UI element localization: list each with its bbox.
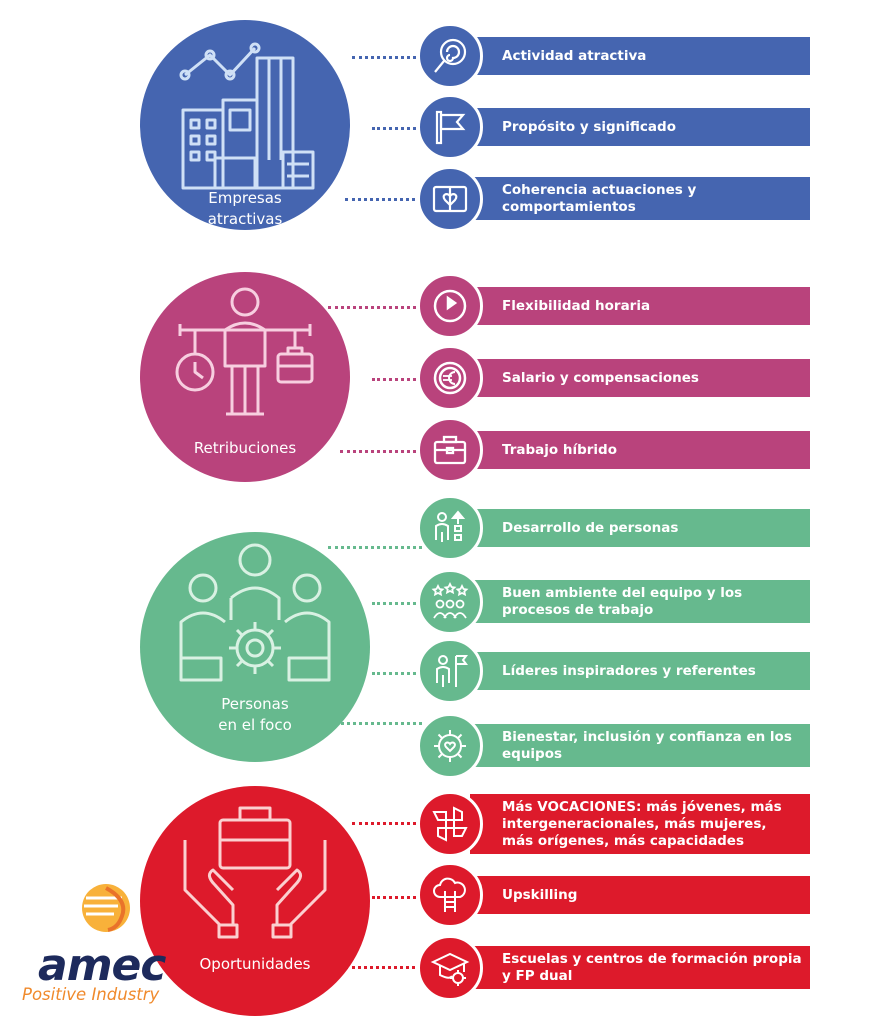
connector <box>352 56 422 59</box>
group-label-line1: Retribuciones <box>193 439 297 457</box>
connector <box>340 450 422 453</box>
item-text: Salario y compensaciones <box>502 369 699 386</box>
item-bar-proposito: Propósito y significado <box>470 108 810 146</box>
item-text: Líderes inspiradores y referentes <box>502 662 756 679</box>
item-icon-circle <box>417 935 483 1001</box>
item-bar-actividad: Actividad atractiva <box>470 37 810 75</box>
item-icon-circle <box>417 166 483 232</box>
item-text: Más VOCACIONES: más jóvenes, más interge… <box>502 798 782 849</box>
connector <box>372 378 422 381</box>
gear-heart-icon <box>434 730 466 762</box>
item-text: Upskilling <box>502 886 578 903</box>
buildings-chart-icon <box>179 42 315 190</box>
logo-tagline: Positive Industry <box>22 985 160 1004</box>
joined-hands-icon <box>432 806 468 842</box>
item-text: Escuelas y centros de formación propia y… <box>502 950 802 984</box>
item-text: Desarrollo de personas <box>502 519 679 536</box>
item-text: Propósito y significado <box>502 118 676 135</box>
group-label-line2: atractivas <box>207 210 283 228</box>
item-icon-circle <box>417 638 483 704</box>
connector <box>330 722 422 725</box>
item-icon-circle <box>417 417 483 483</box>
item-bar-lideres: Líderes inspiradores y referentes <box>470 652 810 690</box>
item-text: Buen ambiente del equipo y los procesos … <box>502 584 743 618</box>
connector <box>328 546 422 549</box>
item-icon-circle <box>417 791 483 857</box>
amec-logo: amec Positive Industry <box>18 880 198 1010</box>
lollipop-icon <box>434 38 467 73</box>
hands-briefcase-icon <box>183 806 327 939</box>
item-icon-circle <box>417 94 483 160</box>
graduation-gear-icon <box>430 952 470 986</box>
leader-flag-icon <box>436 655 468 687</box>
item-text: Bienestar, inclusión y confianza en los … <box>502 728 792 762</box>
item-bar-salario: Salario y compensaciones <box>470 359 810 397</box>
group-circle-retribuciones: Retribuciones <box>140 272 350 482</box>
connector <box>352 822 422 825</box>
item-text: Actividad atractiva <box>502 47 647 64</box>
group-label-line1: Personas <box>221 695 289 713</box>
logo-brand: amec <box>38 940 166 991</box>
puzzle-heart-icon <box>432 185 468 213</box>
flag-icon <box>435 110 466 145</box>
person-balance-icon <box>175 287 314 416</box>
connector <box>372 127 422 130</box>
connector <box>372 672 422 675</box>
item-bar-vocaciones: Más VOCACIONES: más jóvenes, más interge… <box>470 794 810 854</box>
connector <box>372 896 422 899</box>
connector <box>345 966 422 969</box>
connector <box>372 602 422 605</box>
euro-coin-icon <box>433 361 467 395</box>
cloud-ladder-icon <box>433 877 466 912</box>
item-bar-flexibilidad: Flexibilidad horaria <box>470 287 810 325</box>
person-growth-icon <box>435 510 466 542</box>
item-bar-bienestar: Bienestar, inclusión y confianza en los … <box>470 724 810 767</box>
item-bar-escuelas: Escuelas y centros de formación propia y… <box>470 946 810 989</box>
clock-icon <box>433 289 467 323</box>
item-bar-upskilling: Upskilling <box>470 876 810 914</box>
item-bar-desarrollo: Desarrollo de personas <box>470 509 810 547</box>
item-icon-circle <box>417 862 483 928</box>
item-text: Trabajo híbrido <box>502 441 617 458</box>
amec-emblem-icon <box>82 884 130 932</box>
item-icon-circle <box>417 713 483 779</box>
briefcase-icon <box>433 435 467 465</box>
item-bar-coherencia: Coherencia actuaciones y comportamientos <box>470 177 810 220</box>
item-icon-circle <box>417 345 483 411</box>
connector <box>345 198 422 201</box>
group-circle-oportunidades: Oportunidades <box>140 786 370 1016</box>
connector <box>328 306 422 309</box>
item-text: Flexibilidad horaria <box>502 297 651 314</box>
item-text: Coherencia actuaciones y comportamientos <box>502 181 697 215</box>
team-gear-icon <box>179 543 331 682</box>
team-stars-icon <box>431 582 469 619</box>
item-icon-circle <box>417 23 483 89</box>
group-circle-personas: Personas en el foco <box>140 532 370 762</box>
item-icon-circle <box>417 495 483 561</box>
group-circle-empresas: Empresas atractivas <box>140 20 350 230</box>
group-label-line1: Oportunidades <box>199 955 311 973</box>
item-icon-circle <box>417 569 483 635</box>
item-bar-hibrido: Trabajo híbrido <box>470 431 810 469</box>
item-bar-ambiente: Buen ambiente del equipo y los procesos … <box>470 580 810 623</box>
group-label-line1: Empresas <box>208 189 282 207</box>
group-label-line2: en el foco <box>218 716 292 734</box>
item-icon-circle <box>417 273 483 339</box>
